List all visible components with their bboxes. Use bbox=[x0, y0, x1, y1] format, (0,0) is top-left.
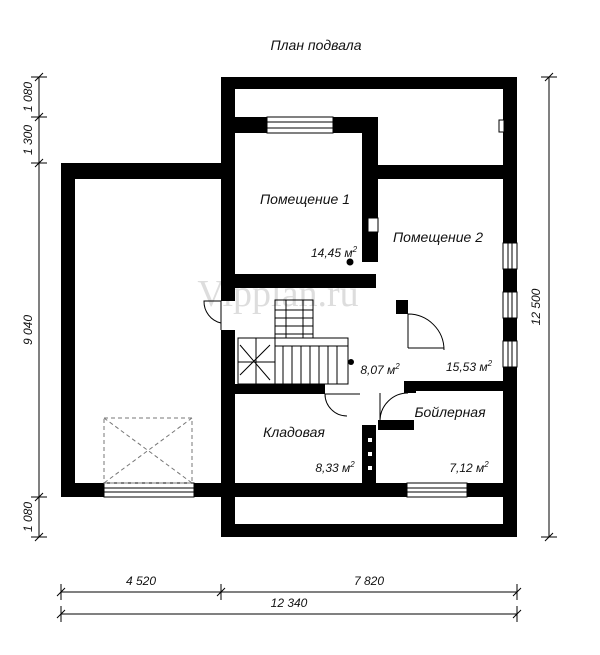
boiler-name: Бойлерная bbox=[414, 404, 486, 420]
dim-bottom-total: 12 340 bbox=[271, 596, 308, 610]
dim-left-bottom: 1 080 bbox=[21, 502, 35, 532]
dimension-lines bbox=[31, 72, 557, 622]
plan-title: План подвала bbox=[271, 37, 362, 53]
boiler-area: 7,12 м2 bbox=[449, 460, 489, 475]
floor-hatch bbox=[103, 417, 193, 484]
dim-left-top2: 1 300 bbox=[21, 125, 35, 155]
doors bbox=[203, 258, 445, 421]
room1-name: Помещение 1 bbox=[260, 191, 350, 207]
room1-area: 14,45 м2 bbox=[311, 245, 358, 260]
windows bbox=[103, 116, 518, 498]
room2-name: Помещение 2 bbox=[393, 229, 483, 245]
hall-area: 8,07 м2 bbox=[360, 362, 400, 377]
dim-left-top1: 1 080 bbox=[21, 82, 35, 112]
vent-marks bbox=[368, 438, 372, 470]
inner-walls bbox=[235, 217, 517, 483]
stairs bbox=[237, 299, 349, 385]
room-labels: Помещение 1 14,45 м2 Помещение 2 15,53 м… bbox=[260, 191, 493, 475]
dim-right-total: 12 500 bbox=[529, 288, 543, 325]
dim-left-mid: 9 040 bbox=[21, 315, 35, 345]
storage-area: 8,33 м2 bbox=[315, 460, 355, 475]
dimension-labels: 4 520 7 820 12 340 12 500 1 080 1 300 9 … bbox=[21, 82, 543, 610]
storage-name: Кладовая bbox=[263, 424, 325, 440]
outer-walls bbox=[61, 77, 517, 537]
dim-bottom-right: 7 820 bbox=[354, 574, 384, 588]
dim-bottom-left: 4 520 bbox=[126, 574, 156, 588]
room2-area: 15,53 м2 bbox=[446, 359, 493, 374]
